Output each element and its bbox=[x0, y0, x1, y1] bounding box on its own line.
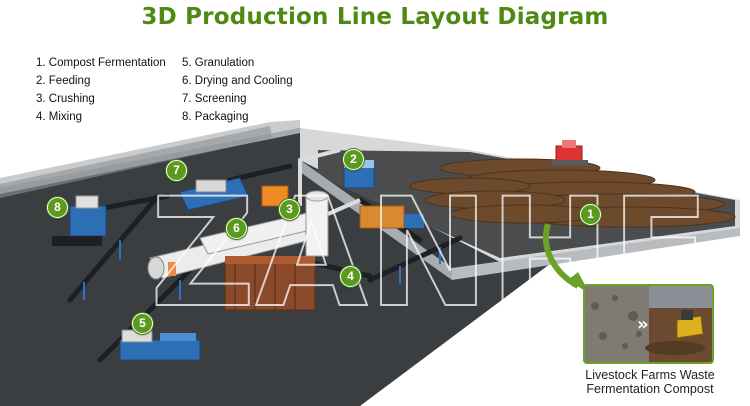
double-chevron-right-icon: » bbox=[637, 314, 649, 335]
compost-inset-photo: » bbox=[583, 284, 714, 364]
granulator bbox=[119, 329, 201, 361]
mixer bbox=[359, 205, 424, 229]
badge-8-packaging: 8 bbox=[47, 197, 68, 218]
legend-item-feeding: 2. Feeding bbox=[36, 75, 91, 87]
badge-5-granulation: 5 bbox=[132, 313, 153, 334]
badge-7-screening: 7 bbox=[166, 160, 187, 181]
legend-item-mixing: 4. Mixing bbox=[36, 111, 83, 123]
legend-item-drying-cooling: 6. Drying and Cooling bbox=[182, 75, 293, 87]
legend-item-compost-fermentation: 1. Compost Fermentation bbox=[36, 57, 166, 69]
badge-6-drying-cooling: 6 bbox=[226, 218, 247, 239]
pipes bbox=[298, 148, 361, 216]
screening-machine bbox=[179, 177, 249, 211]
hot-air-furnace bbox=[224, 256, 316, 311]
inset-illustration bbox=[585, 286, 712, 362]
inset-caption-line-2: Fermentation Compost bbox=[586, 382, 714, 396]
inset-caption: Livestock Farms Waste Fermentation Compo… bbox=[560, 368, 740, 396]
legend-item-crushing: 3. Crushing bbox=[36, 93, 95, 105]
packaging-machine bbox=[52, 195, 107, 246]
conveyors bbox=[67, 163, 463, 363]
legend-item-granulation: 5. Granulation bbox=[182, 57, 255, 69]
badge-2-feeding: 2 bbox=[343, 149, 364, 170]
fermentation-front-wall bbox=[452, 228, 740, 280]
dust-tower bbox=[305, 190, 329, 257]
badge-3-crushing: 3 bbox=[279, 199, 300, 220]
legend-item-packaging: 8. Packaging bbox=[182, 111, 249, 123]
left-wall-strip bbox=[0, 126, 272, 198]
process-legend: 1. Compost Fermentation 5. Granulation 2… bbox=[36, 56, 322, 125]
inset-caption-line-1: Livestock Farms Waste bbox=[585, 368, 715, 382]
badge-1-compost-fermentation: 1 bbox=[580, 204, 601, 225]
badge-4-mixing: 4 bbox=[340, 266, 361, 287]
legend-item-screening: 7. Screening bbox=[182, 93, 247, 105]
compost-turner bbox=[552, 140, 588, 166]
page-title: 3D Production Line Layout Diagram bbox=[141, 4, 609, 30]
